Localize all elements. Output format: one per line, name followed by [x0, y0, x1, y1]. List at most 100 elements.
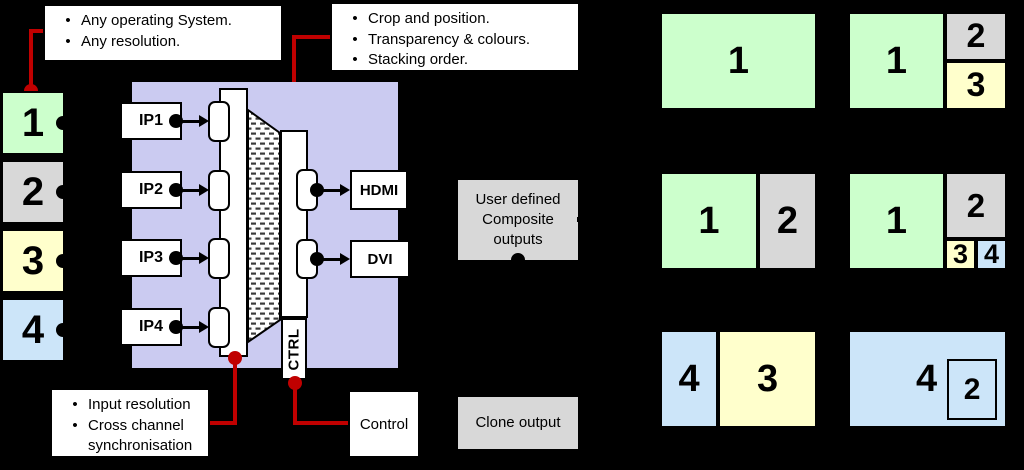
window-number: 2 — [966, 17, 986, 55]
inset-window-2: 2 — [947, 358, 998, 421]
ip-label: IP4 — [138, 318, 163, 335]
arrowhead-icon — [199, 115, 209, 127]
connector-dot — [310, 183, 324, 197]
red-connector-line — [293, 383, 297, 425]
bullet-icon: • — [65, 12, 71, 29]
input-connector — [208, 238, 230, 279]
bullet-icon: • — [352, 30, 358, 48]
window-tile-1: 1 — [660, 172, 758, 270]
connector-dot — [169, 251, 183, 265]
callout-control: Control — [348, 390, 420, 458]
callout-line: • Any operating System. — [55, 11, 273, 32]
arrow-line — [180, 256, 202, 260]
callout-text: Any resolution. — [81, 32, 181, 50]
source-label: 3 — [21, 238, 45, 283]
callout-line: • Crop and position. — [342, 9, 570, 30]
connector-dot — [511, 253, 525, 267]
callout-line: • Input resolution — [62, 395, 200, 416]
info-text: outputs — [493, 230, 543, 248]
window-number: 2 — [963, 372, 981, 406]
info-text: Composite — [482, 211, 554, 229]
ip-label: IP3 — [138, 249, 163, 266]
window-number: 4 — [678, 357, 700, 400]
bullet-icon: • — [72, 416, 78, 434]
source-3: 3 — [1, 229, 70, 293]
window-tile-4: 4 — [975, 239, 1007, 270]
connector-dot — [56, 323, 70, 337]
window-number: 1 — [727, 39, 750, 82]
window-tile-2: 2 — [944, 12, 1007, 61]
callout-input-resolution: • Input resolution • Cross channel synch… — [50, 388, 210, 458]
arrow-line — [321, 257, 342, 261]
connector-dot — [169, 114, 183, 128]
callout-text: Any operating System. — [81, 12, 232, 29]
line-stub — [451, 216, 458, 222]
source-2: 2 — [1, 160, 70, 224]
window-tile-4: 4 — [660, 330, 719, 428]
callout-line: • Transparency & colours. — [342, 30, 570, 51]
input-connector — [208, 307, 230, 348]
bullet-icon: • — [72, 396, 78, 413]
window-number: 1 — [885, 199, 908, 242]
output-stage-bar — [280, 130, 308, 318]
clone-output-box: Clone output — [458, 397, 578, 449]
red-connector-line — [233, 358, 237, 424]
window-number: 4 — [983, 239, 999, 270]
arrowhead-icon — [340, 184, 350, 196]
callout-text: Crop and position. — [368, 10, 490, 27]
window-number: 2 — [776, 199, 799, 242]
window-number: 4 — [915, 357, 938, 400]
arrow-line — [180, 325, 202, 329]
connector-dot — [56, 185, 70, 199]
source-label: 2 — [21, 169, 45, 214]
callout-operating-system: • Any operating System. • Any resolution… — [43, 4, 283, 62]
window-tile-2: 2 — [757, 172, 817, 270]
window-tile-3: 3 — [718, 330, 817, 428]
connector-dot — [169, 320, 183, 334]
callout-text: Control — [359, 415, 409, 433]
callout-window-processing: • Crop and position. • Transparency & co… — [330, 2, 580, 72]
line-stub — [577, 217, 585, 222]
ctrl-port: CTRL — [281, 318, 307, 380]
callout-line: • Any resolution. — [55, 32, 273, 53]
ip-label: IP1 — [138, 112, 163, 129]
hdmi-output-box: HDMI — [350, 170, 408, 210]
layout-pip-1-2-3: 1 2 3 — [848, 12, 1007, 110]
window-tile-1: 1 — [660, 12, 817, 110]
input-connector — [208, 170, 230, 211]
red-connector-line — [292, 35, 330, 39]
arrow-line — [180, 188, 202, 192]
layout-fullscreen-1: 1 — [660, 12, 817, 110]
dvi-label: DVI — [367, 250, 393, 268]
info-text: User defined — [475, 191, 561, 209]
connector-dot — [56, 116, 70, 130]
window-tile-1: 1 — [848, 12, 945, 110]
callout-line: • Cross channel synchronisation — [62, 416, 200, 457]
callout-text: Transparency & colours. — [368, 30, 531, 48]
red-connector-line — [210, 421, 237, 425]
arrowhead-icon — [199, 321, 209, 333]
info-text: Clone output — [475, 414, 561, 432]
window-number: 1 — [885, 39, 908, 82]
hdmi-label: HDMI — [359, 181, 399, 199]
red-connector-line — [293, 421, 348, 425]
bullet-icon: • — [65, 32, 71, 50]
ip-label: IP2 — [138, 181, 163, 198]
source-label: 1 — [21, 100, 45, 145]
connector-dot — [56, 254, 70, 268]
window-number: 3 — [966, 66, 986, 104]
callout-text: Cross channel synchronisation — [88, 416, 193, 455]
source-4: 4 — [1, 298, 70, 362]
source-label: 4 — [21, 307, 45, 352]
red-connector-line — [29, 29, 33, 91]
window-number: 3 — [952, 239, 968, 270]
red-connector-line — [29, 29, 43, 33]
ctrl-label: CTRL — [285, 328, 303, 370]
window-number: 1 — [698, 199, 720, 242]
bullet-icon: • — [352, 51, 358, 69]
callout-text: Input resolution — [88, 396, 191, 413]
